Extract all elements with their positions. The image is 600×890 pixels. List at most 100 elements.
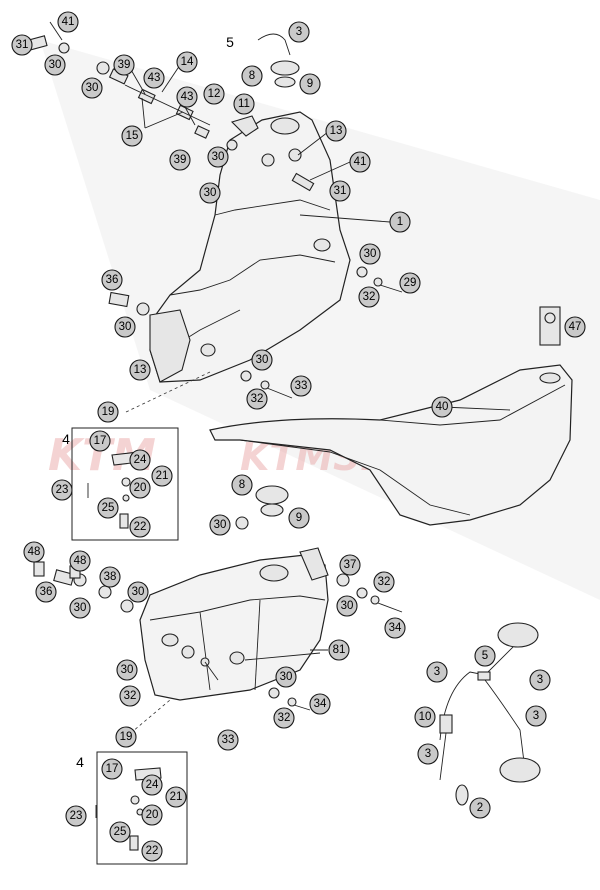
callout-29: 29 xyxy=(399,272,421,294)
callout-3: 3 xyxy=(288,21,310,43)
callout-40: 40 xyxy=(431,396,453,418)
callout-5: 5 xyxy=(474,645,496,667)
callout-23: 23 xyxy=(65,805,87,827)
callout-30: 30 xyxy=(44,54,66,76)
callout-9: 9 xyxy=(299,73,321,95)
svg-text:12: 12 xyxy=(208,88,221,100)
callout-11: 11 xyxy=(233,93,255,115)
svg-text:32: 32 xyxy=(278,712,291,724)
callout-33: 33 xyxy=(290,375,312,397)
svg-text:32: 32 xyxy=(363,291,376,303)
fuel-line-assembly xyxy=(439,622,541,806)
callout-30: 30 xyxy=(275,666,297,688)
callout-32: 32 xyxy=(358,286,380,308)
svg-text:30: 30 xyxy=(86,82,99,94)
callout-15: 15 xyxy=(121,125,143,147)
callout-22: 22 xyxy=(141,840,163,862)
svg-text:30: 30 xyxy=(364,248,377,260)
callout-5: 5 xyxy=(226,34,234,50)
svg-text:38: 38 xyxy=(104,571,117,583)
svg-text:21: 21 xyxy=(170,791,183,803)
svg-text:13: 13 xyxy=(134,364,147,376)
callout-3: 3 xyxy=(525,705,547,727)
sub-assembly-box-upper xyxy=(71,427,179,541)
upper-hardware xyxy=(26,33,403,399)
svg-text:1: 1 xyxy=(397,216,403,228)
callout-32: 32 xyxy=(373,571,395,593)
svg-text:81: 81 xyxy=(333,644,346,656)
svg-text:30: 30 xyxy=(132,586,145,598)
callout-25: 25 xyxy=(97,497,119,519)
callout-32: 32 xyxy=(119,685,141,707)
callout-30: 30 xyxy=(127,581,149,603)
svg-text:9: 9 xyxy=(296,512,302,524)
callout-81: 81 xyxy=(328,639,350,661)
svg-text:21: 21 xyxy=(156,470,169,482)
svg-text:19: 19 xyxy=(102,406,115,418)
svg-text:29: 29 xyxy=(404,277,417,289)
svg-text:4: 4 xyxy=(76,754,84,770)
svg-text:36: 36 xyxy=(106,274,119,286)
svg-text:15: 15 xyxy=(126,130,139,142)
svg-text:3: 3 xyxy=(537,674,543,686)
callout-48: 48 xyxy=(23,541,45,563)
svg-text:25: 25 xyxy=(114,826,127,838)
callout-30: 30 xyxy=(207,146,229,168)
callout-30: 30 xyxy=(116,659,138,681)
callout-19: 19 xyxy=(97,401,119,423)
svg-text:34: 34 xyxy=(314,698,327,710)
callout-39: 39 xyxy=(169,149,191,171)
callout-19: 19 xyxy=(115,726,137,748)
callout-34: 34 xyxy=(384,617,406,639)
svg-text:30: 30 xyxy=(49,59,62,71)
callout-32: 32 xyxy=(273,707,295,729)
svg-text:22: 22 xyxy=(146,845,159,857)
svg-text:20: 20 xyxy=(134,482,147,494)
callout-43: 43 xyxy=(176,86,198,108)
lower-hardware xyxy=(33,485,403,711)
callout-20: 20 xyxy=(129,477,151,499)
svg-text:9: 9 xyxy=(307,78,313,90)
callout-4: 4 xyxy=(76,754,84,770)
upper-fuel-tank xyxy=(149,111,351,383)
svg-text:33: 33 xyxy=(295,380,308,392)
callout-8: 8 xyxy=(241,65,263,87)
callout-24: 24 xyxy=(141,774,163,796)
svg-text:3: 3 xyxy=(434,666,440,678)
callout-47: 47 xyxy=(564,316,586,338)
svg-text:11: 11 xyxy=(238,98,250,110)
svg-text:32: 32 xyxy=(378,576,391,588)
callout-31: 31 xyxy=(329,180,351,202)
svg-text:24: 24 xyxy=(134,454,147,466)
callout-3: 3 xyxy=(529,669,551,691)
svg-text:30: 30 xyxy=(204,187,217,199)
callout-10: 10 xyxy=(414,706,436,728)
callout-20: 20 xyxy=(141,804,163,826)
callout-31: 31 xyxy=(11,34,33,56)
callout-13: 13 xyxy=(129,359,151,381)
svg-text:25: 25 xyxy=(102,502,115,514)
svg-text:30: 30 xyxy=(256,354,269,366)
svg-text:39: 39 xyxy=(118,59,131,71)
callout-30: 30 xyxy=(69,597,91,619)
callout-41: 41 xyxy=(57,11,79,33)
lower-fuel-tank xyxy=(139,547,329,701)
svg-text:8: 8 xyxy=(239,479,245,491)
svg-text:32: 32 xyxy=(124,690,137,702)
callout-32: 32 xyxy=(246,388,268,410)
svg-text:17: 17 xyxy=(106,763,119,775)
callout-21: 21 xyxy=(151,465,173,487)
svg-text:43: 43 xyxy=(181,91,194,103)
svg-text:43: 43 xyxy=(148,72,161,84)
svg-text:47: 47 xyxy=(569,321,582,333)
callout-36: 36 xyxy=(101,269,123,291)
svg-text:48: 48 xyxy=(74,555,87,567)
callout-30: 30 xyxy=(336,595,358,617)
svg-text:3: 3 xyxy=(533,710,539,722)
callout-1: 1 xyxy=(389,211,411,233)
callout-24: 24 xyxy=(129,449,151,471)
svg-text:30: 30 xyxy=(214,519,227,531)
svg-text:5: 5 xyxy=(482,650,488,662)
callout-17: 17 xyxy=(89,430,111,452)
